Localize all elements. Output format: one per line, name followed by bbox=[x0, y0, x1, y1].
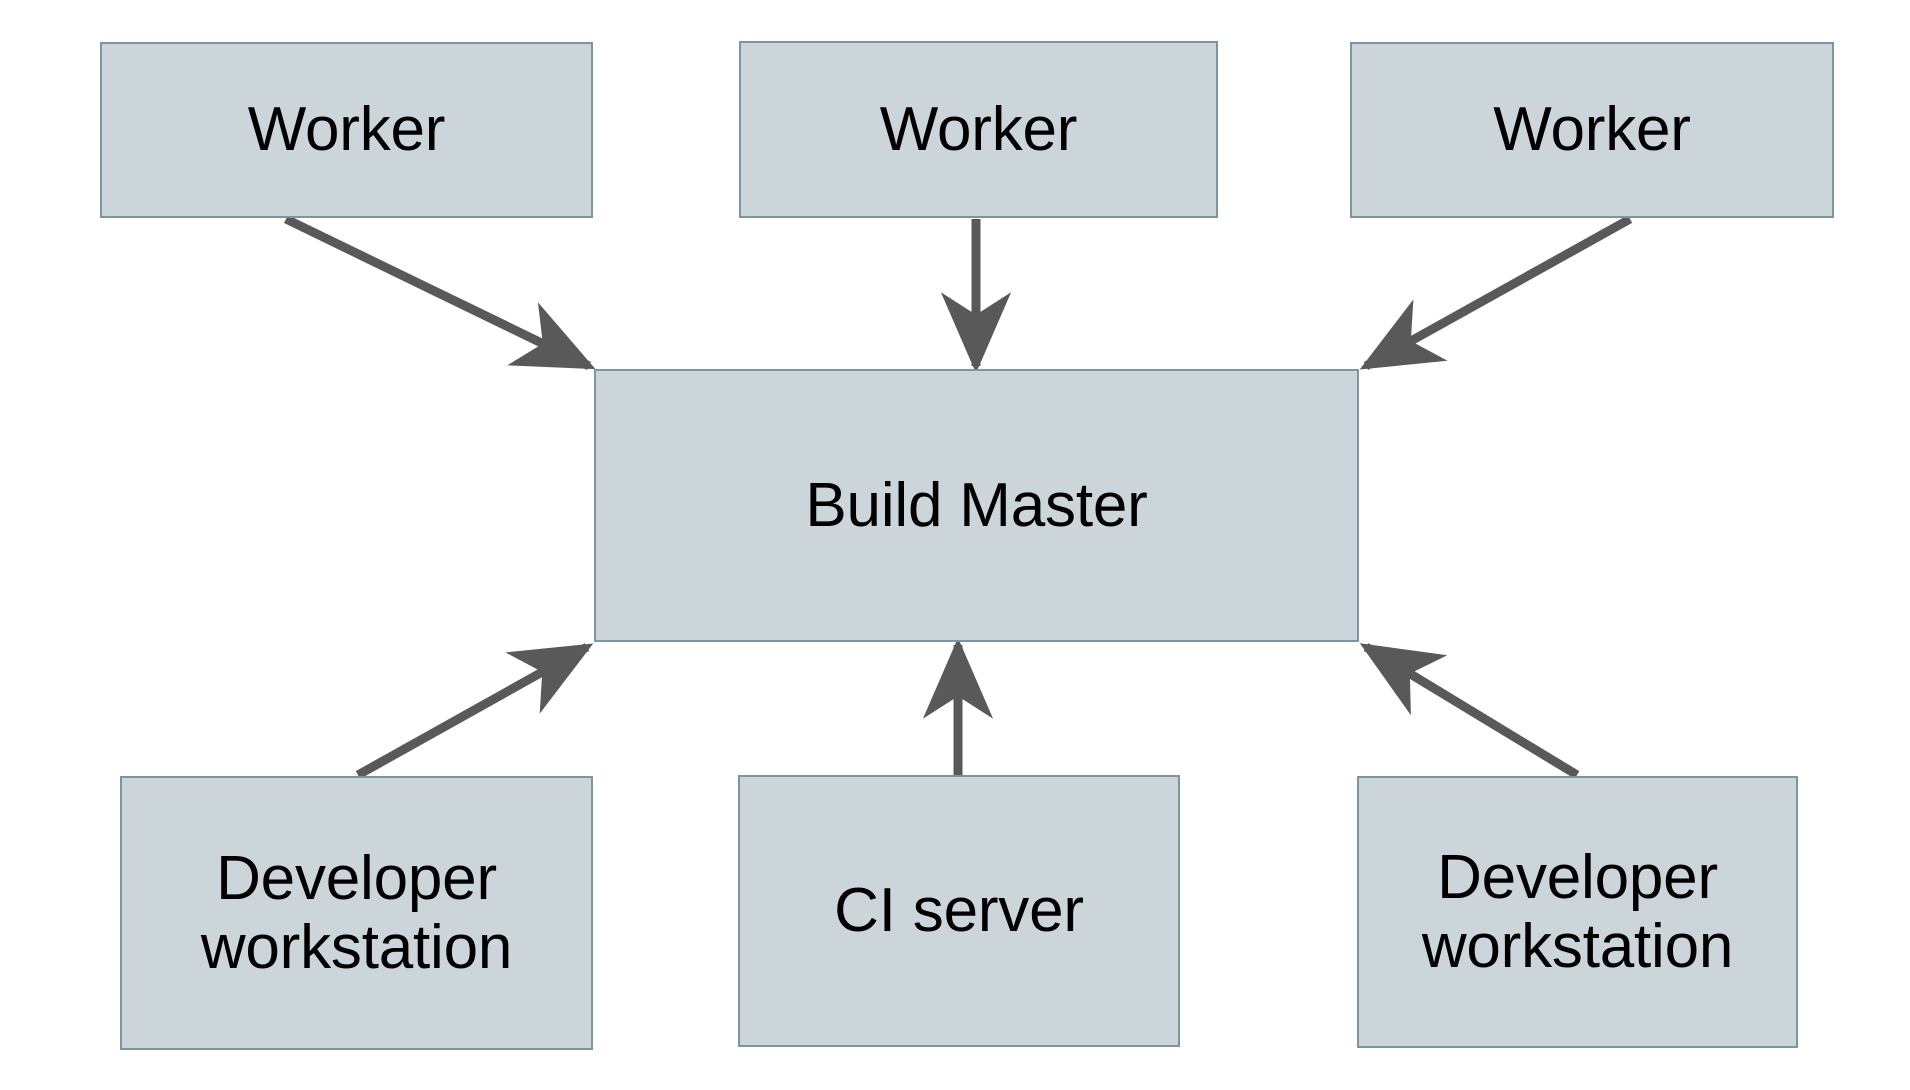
node-worker-right[interactable]: Worker bbox=[1350, 42, 1834, 218]
node-build-master[interactable]: Build Master bbox=[594, 369, 1359, 642]
connector-dev-right-to-build-master bbox=[1359, 643, 1580, 779]
node-developer-workstation-left[interactable]: Developer workstation bbox=[120, 776, 593, 1050]
node-developer-workstation-right[interactable]: Developer workstation bbox=[1357, 776, 1798, 1048]
connector-worker-left-to-build-master bbox=[284, 214, 596, 371]
node-ci-server[interactable]: CI server bbox=[738, 775, 1180, 1047]
connector-dev-left-to-build-master bbox=[355, 643, 594, 779]
node-ci-server-label: CI server bbox=[834, 876, 1084, 946]
node-worker-center-label: Worker bbox=[879, 94, 1078, 164]
node-developer-workstation-right-label: Developer workstation bbox=[1421, 842, 1734, 981]
node-build-master-label: Build Master bbox=[805, 470, 1148, 540]
node-worker-center[interactable]: Worker bbox=[739, 41, 1218, 218]
node-developer-workstation-left-label: Developer workstation bbox=[200, 843, 513, 982]
node-worker-left-label: Worker bbox=[247, 95, 446, 165]
node-worker-right-label: Worker bbox=[1493, 95, 1691, 165]
connector-worker-right-to-build-master bbox=[1359, 215, 1633, 370]
node-worker-left[interactable]: Worker bbox=[100, 42, 593, 218]
